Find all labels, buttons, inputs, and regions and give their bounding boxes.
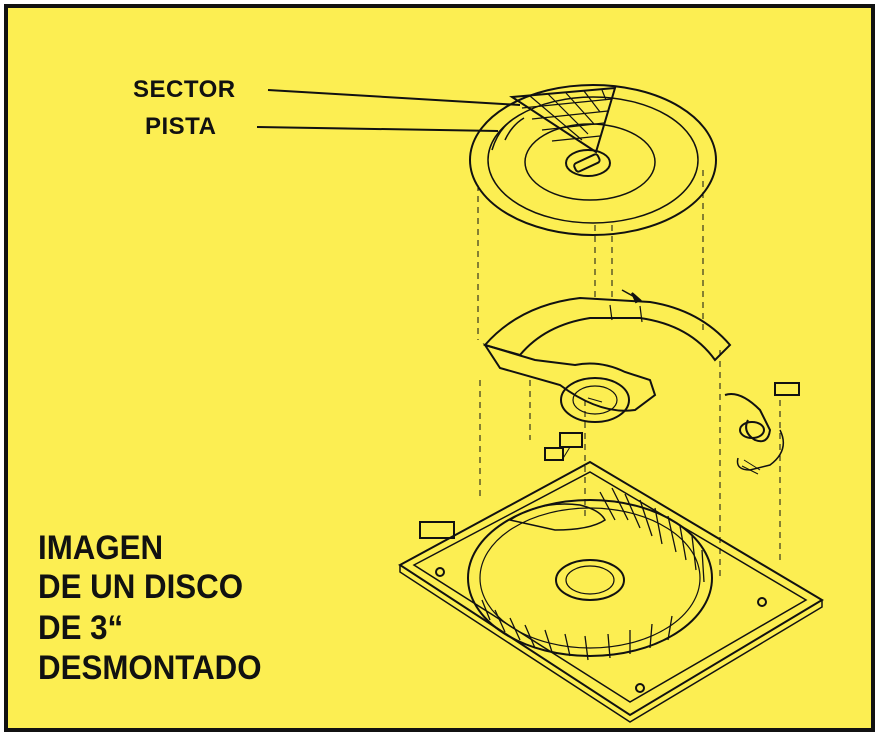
disk-base-housing (398, 460, 824, 723)
disk-cover-plate (482, 289, 732, 423)
caption-line-3: DE 3“ (38, 609, 124, 647)
spring-assembly (724, 382, 800, 475)
write-protect-part (544, 432, 583, 461)
magnetic-disk (469, 84, 717, 236)
shutter-texture (481, 487, 705, 661)
pista-leader-line (256, 126, 499, 132)
sector-leader-line (267, 89, 521, 106)
pista-label: PISTA (145, 113, 217, 140)
caption-line-1: IMAGEN (38, 529, 164, 567)
caption-line-4: DESMONTADO (38, 649, 262, 687)
caption-line-2: DE UN DISCO (38, 568, 244, 606)
sector-hatching (509, 86, 617, 154)
assembly-guide-lines (477, 170, 781, 580)
sector-label: SECTOR (133, 76, 236, 103)
illustration-frame (4, 4, 875, 732)
